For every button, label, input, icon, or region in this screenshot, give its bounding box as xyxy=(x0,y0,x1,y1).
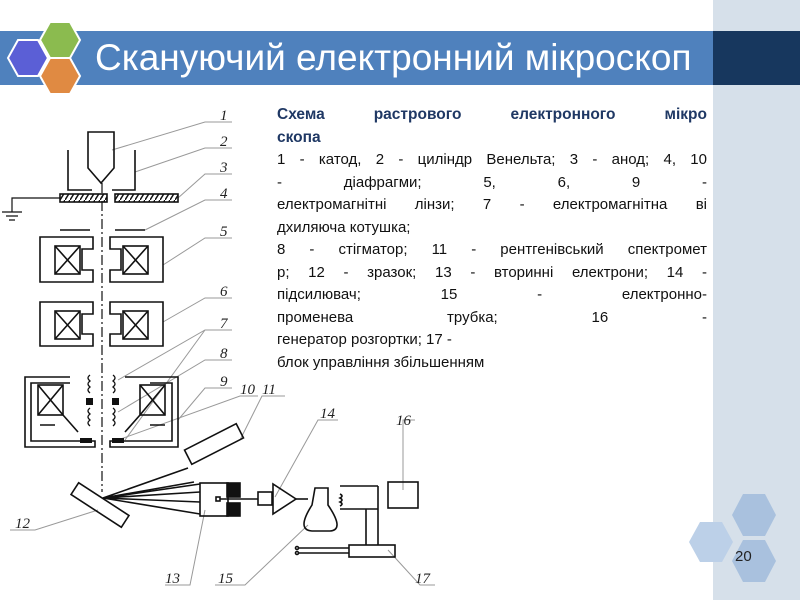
description-heading: Схема растрового електронного мікро xyxy=(277,106,707,123)
lens-9 xyxy=(24,376,179,448)
hex-deco xyxy=(732,494,776,536)
description-line: р; 12 - зразок; 13 - вторинні електрони;… xyxy=(277,263,707,281)
cathode xyxy=(87,131,115,185)
description-line: електромагнітні лінзи; 7 - електромагніт… xyxy=(277,196,707,213)
hexagon-decoration xyxy=(689,494,776,582)
description-line: блок управління збільшенням xyxy=(277,353,485,371)
hex-deco xyxy=(732,540,776,582)
label-1: 1 xyxy=(220,108,228,124)
description-line: 8 - стігматор; 11 - рентгенівський спект… xyxy=(277,241,707,258)
title-bar-accent xyxy=(713,31,800,85)
specimen-12 xyxy=(69,481,131,529)
label-4: 4 xyxy=(220,186,228,202)
lens-6 xyxy=(39,301,164,347)
label-9: 9 xyxy=(220,374,228,390)
description-line: - діафрагми; 5, 6, 9 - xyxy=(277,173,707,191)
wehnelt-cylinder xyxy=(67,150,136,191)
label-14: 14 xyxy=(320,406,336,422)
description-line: 1 - катод, 2 - циліндр Венельта; 3 - ано… xyxy=(277,151,707,168)
description-line: променева трубка; 16 - xyxy=(277,308,707,326)
label-12: 12 xyxy=(15,516,31,532)
description-line: підсилювач; 15 - електронно- xyxy=(277,286,707,303)
description-line: генератор розгортки; 17 - xyxy=(277,331,452,348)
slide-title: Скануючий електронний мікроскоп xyxy=(95,37,692,78)
label-6: 6 xyxy=(220,284,228,300)
hexagon-logo xyxy=(6,21,82,95)
label-16: 16 xyxy=(396,413,412,429)
title-bar xyxy=(0,31,713,85)
hex-blue xyxy=(6,39,50,77)
xray-spectrometer-11 xyxy=(102,422,245,499)
label-11: 11 xyxy=(262,382,276,398)
amplifier-14 xyxy=(257,482,308,516)
label-15: 15 xyxy=(218,571,234,587)
label-2: 2 xyxy=(220,134,228,150)
label-7: 7 xyxy=(220,316,229,332)
label-13: 13 xyxy=(165,571,180,587)
secondary-electron-detector-13 xyxy=(102,482,258,517)
description-text: Схема растрового електронного мікро скоп… xyxy=(277,104,707,374)
crt-15 xyxy=(303,487,338,532)
label-17: 17 xyxy=(415,571,432,587)
description-line: дхиляюча котушка; xyxy=(277,218,411,236)
label-3: 3 xyxy=(219,160,228,176)
label-10: 10 xyxy=(240,382,256,398)
description-heading: скопа xyxy=(277,128,321,146)
magnification-control-17 xyxy=(294,544,396,558)
sem-schematic: 1 2 3 4 5 6 7 8 9 10 11 12 13 14 15 16 1… xyxy=(2,108,435,587)
page-number: 20 xyxy=(735,548,752,565)
lens-5 xyxy=(39,236,164,283)
stigmator-8 xyxy=(80,398,124,443)
label-8: 8 xyxy=(220,346,228,362)
scan-generator-16 xyxy=(338,481,419,545)
label-5: 5 xyxy=(220,224,228,240)
deflection-coils-7 xyxy=(87,374,116,427)
anode xyxy=(2,193,179,221)
hex-orange xyxy=(38,57,82,95)
hex-deco xyxy=(689,522,733,562)
